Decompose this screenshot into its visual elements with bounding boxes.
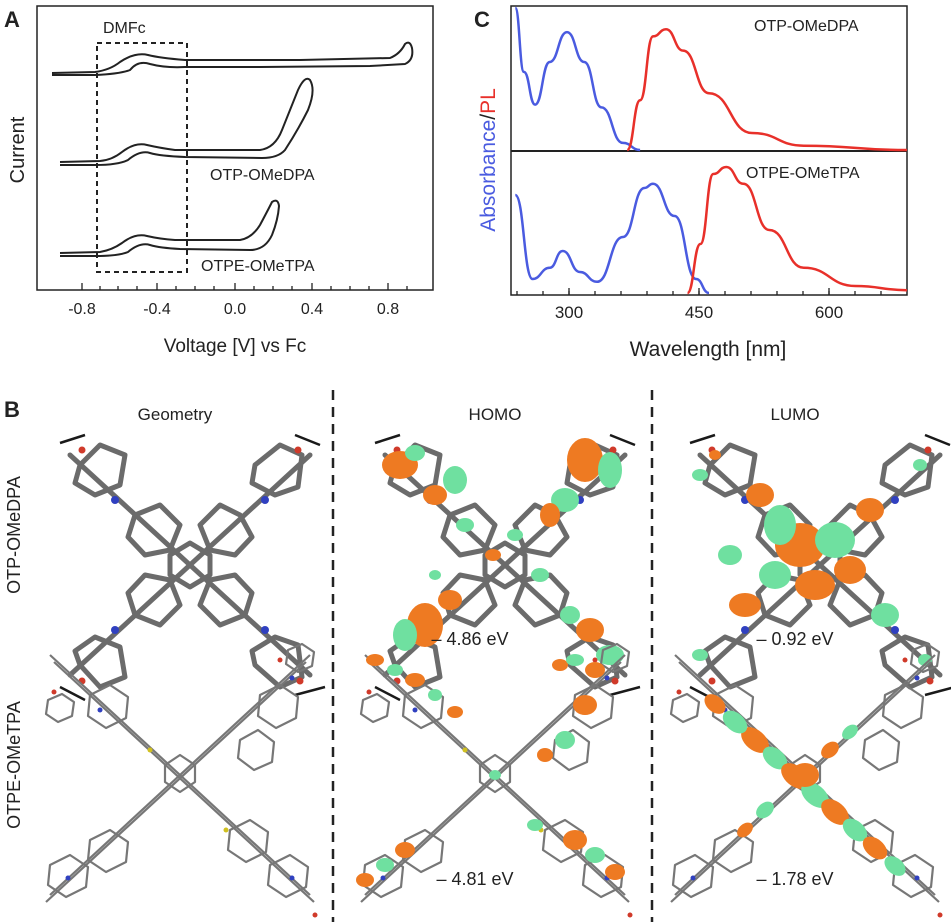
panel-b-letter: B xyxy=(4,397,20,422)
col-geometry: Geometry xyxy=(138,405,213,424)
col-homo: HOMO xyxy=(469,405,522,424)
geometry-otpe-molecule xyxy=(44,642,319,919)
spectrum-line xyxy=(514,6,641,152)
panel-b: B Geometry HOMO LUMO OTP-OMeDPA OTPE-OMe… xyxy=(4,390,951,922)
row-otpe: OTPE-OMeTPA xyxy=(4,701,24,829)
panel-c-xticks xyxy=(516,288,882,295)
label-otpe: OTPE-OMeTPA xyxy=(201,258,315,275)
a-tick-label: 0.4 xyxy=(301,301,323,318)
energy-otpe-lumo: – 1.78 eV xyxy=(756,869,833,889)
panel-a-letter: A xyxy=(4,7,20,32)
label-otp: OTP-OMeDPA xyxy=(210,167,315,184)
cv-dmfc xyxy=(51,41,414,76)
a-tick-label: -0.4 xyxy=(143,301,171,318)
col-lumo: LUMO xyxy=(770,405,819,424)
c-tick-label: 450 xyxy=(685,303,713,322)
a-tick-label: 0.0 xyxy=(224,301,246,318)
cv-otp xyxy=(59,77,314,166)
panel-c-letter: C xyxy=(474,7,490,32)
lumo-otpe-orbital xyxy=(669,642,944,919)
panel-a-ylabel: Current xyxy=(7,116,29,183)
energy-otpe-homo: – 4.81 eV xyxy=(436,869,513,889)
panel-a: A Current -0.8 -0.4 0.0 0.4 0.8 Voltage … xyxy=(4,5,434,357)
homo-otpe-orbital xyxy=(356,642,634,919)
a-tick-label: -0.8 xyxy=(68,301,96,318)
energy-otp-homo: – 4.86 eV xyxy=(431,629,508,649)
ylabel-pl: PL xyxy=(477,88,500,114)
label-otp-c: OTP-OMeDPA xyxy=(754,18,859,35)
panel-c-xlabel: Wavelength [nm] xyxy=(630,338,787,361)
panel-c-plot xyxy=(514,6,908,295)
spectrum-line xyxy=(514,182,710,295)
spectrum-line xyxy=(686,165,908,295)
cv-otpe xyxy=(59,199,281,257)
panel-a-xlabel: Voltage [V] vs Fc xyxy=(164,336,307,357)
lumo-otp-orbital xyxy=(690,435,951,700)
a-tick-label: 0.8 xyxy=(377,301,399,318)
panel-c-ylabel: Absorbance/PL xyxy=(477,88,500,232)
spectrum-line xyxy=(625,28,908,152)
row-otp: OTP-OMeDPA xyxy=(4,476,24,594)
dmfc-dashed-box xyxy=(96,42,188,273)
c-tick-label: 300 xyxy=(555,303,583,322)
geometry-otp-molecule xyxy=(60,435,325,700)
label-otpe-c: OTPE-OMeTPA xyxy=(746,165,860,182)
panel-a-xticks xyxy=(81,283,408,290)
energy-otp-lumo: – 0.92 eV xyxy=(756,629,833,649)
label-dmfc: DMFc xyxy=(103,20,146,37)
ylabel-separator: / xyxy=(477,114,500,120)
ylabel-absorbance: Absorbance xyxy=(477,120,500,232)
panel-c: C Absorbance/PL 300 450 600 Wavelength [… xyxy=(474,5,908,361)
panel-a-curves xyxy=(51,41,414,257)
c-tick-label: 600 xyxy=(815,303,843,322)
homo-otp-orbital xyxy=(375,435,640,700)
